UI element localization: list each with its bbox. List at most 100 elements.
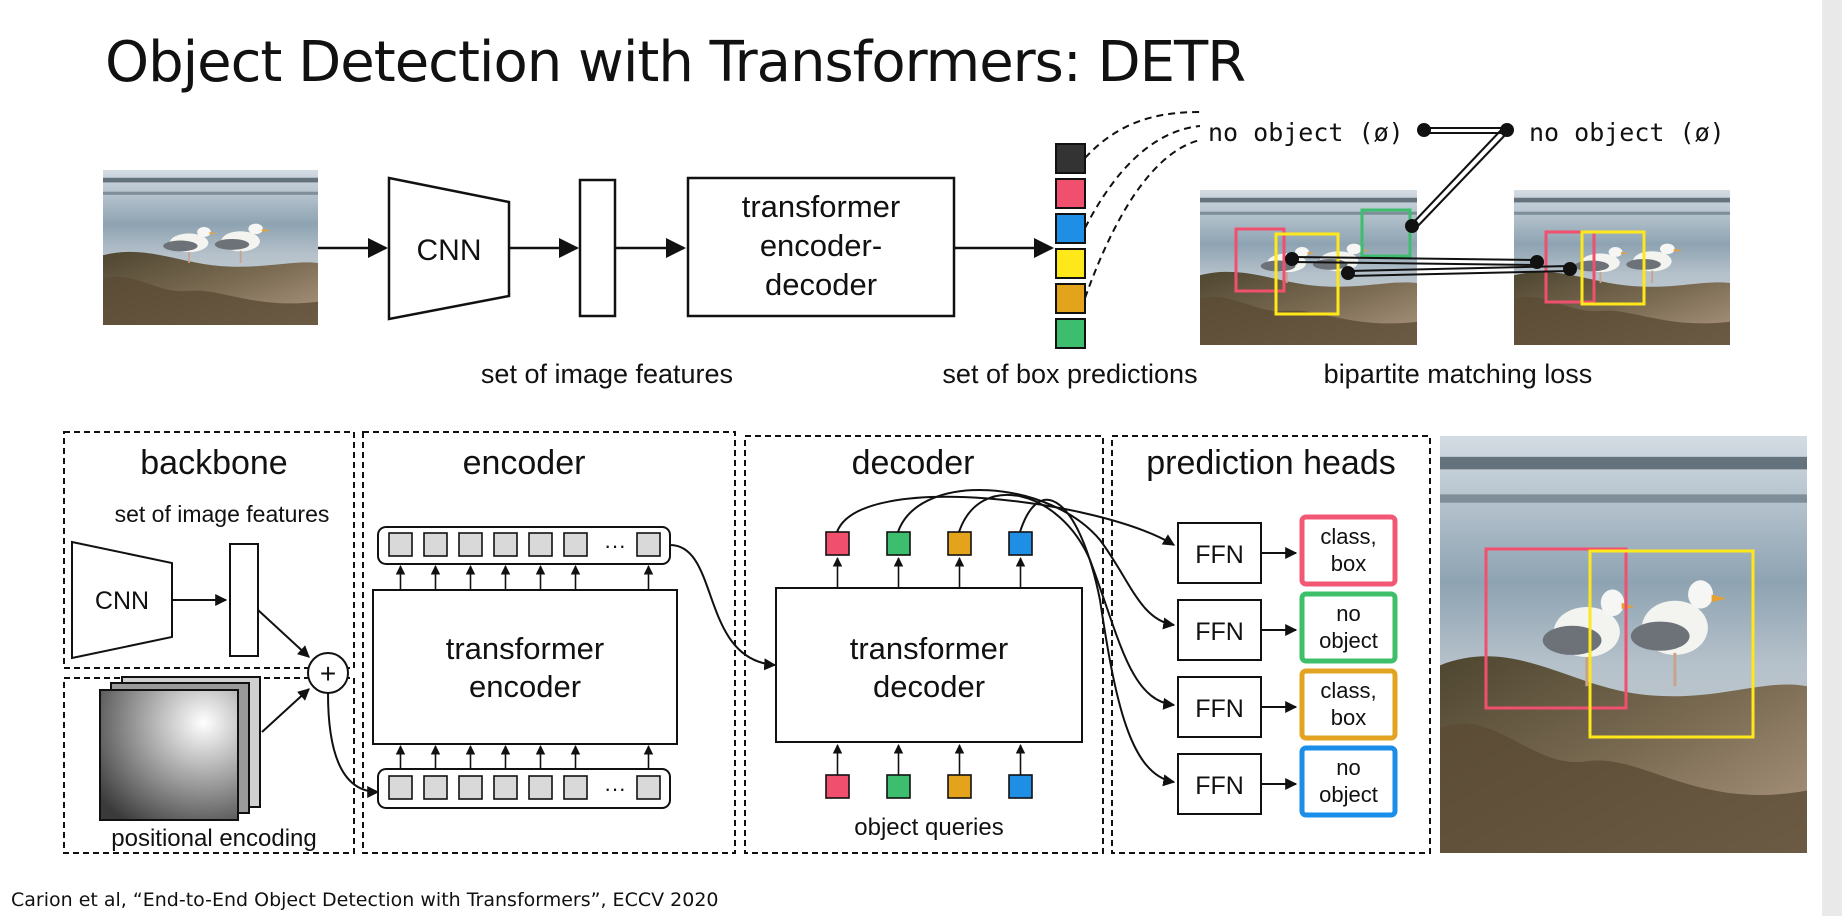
encoder-input-token	[563, 775, 588, 800]
prediction-box-green	[1055, 318, 1086, 349]
caption-bipartite-matching: bipartite matching loss	[1324, 359, 1593, 389]
transformer-label-line3: decoder	[765, 267, 877, 302]
citation: Carion et al, “End-to-End Object Detecti…	[11, 889, 719, 911]
prediction-box-dark	[1055, 143, 1086, 174]
ffn-label: FFN	[1195, 695, 1244, 723]
backbone-features-bar	[229, 543, 259, 657]
cnn-label: CNN	[417, 234, 482, 267]
backbone-cnn	[71, 540, 173, 660]
decoder-title: decoder	[852, 444, 975, 482]
encoder-input-tokens	[377, 768, 671, 809]
pred-box-yellow	[1274, 232, 1340, 316]
encoder-arrows	[395, 565, 654, 769]
bottom-architecture: backbone set of image features CNN posit…	[63, 431, 1807, 854]
encoder-input-token	[423, 775, 448, 800]
transformer-decoder-line2: decoder	[873, 669, 985, 704]
encoder-section	[362, 431, 736, 854]
encoder-input-token	[493, 775, 518, 800]
transformer-label-line2: encoder-	[760, 228, 882, 263]
prediction-box-pink	[1055, 178, 1086, 209]
arrow-encoder-to-decoder	[669, 544, 777, 671]
matching-lines	[1285, 123, 1577, 280]
positional-encoding-label: positional encoding	[111, 825, 317, 852]
object-query-token	[947, 774, 972, 799]
decoder-to-ffn-curves	[836, 489, 1176, 787]
dashed-link-3	[1084, 139, 1201, 299]
ffn-label: FFN	[1195, 618, 1244, 646]
encoder-output-token	[636, 532, 661, 557]
detr-diagram: CNN transformer encoder- decoder no obje…	[63, 111, 1807, 854]
output-label-line1: no	[1336, 755, 1360, 780]
decoder-output-token	[947, 531, 972, 556]
transformer-decoder-box	[775, 587, 1083, 743]
output-label-line1: no	[1336, 601, 1360, 626]
transformer-decoder-line1: transformer	[850, 631, 1008, 666]
output-label-line1: class,	[1320, 678, 1376, 703]
encoder-output-token	[493, 532, 518, 557]
prediction-heads-section	[1111, 435, 1431, 854]
ffn-label: FFN	[1195, 772, 1244, 800]
output-label-line2: box	[1331, 705, 1366, 730]
decoder-output-token	[1008, 531, 1033, 556]
output-class-box	[1299, 591, 1398, 664]
decoder-output-token	[886, 531, 911, 556]
backbone-title: backbone	[140, 444, 287, 482]
no-object-right: no object (ø)	[1529, 118, 1725, 147]
matching-image-predicted	[1200, 190, 1417, 345]
encoder-output-token	[423, 532, 448, 557]
ffn-label: FFN	[1195, 541, 1244, 569]
output-box-yellow	[1588, 549, 1755, 739]
encoder-title: encoder	[463, 444, 586, 482]
encoder-output-token-row	[388, 532, 661, 557]
gt-box-yellow	[1580, 230, 1646, 306]
ffn-box	[1177, 599, 1262, 661]
pe-layer-1	[99, 689, 239, 821]
encoder-input-token	[458, 775, 483, 800]
dashed-link-2	[1084, 125, 1201, 229]
output-class-box	[1299, 745, 1398, 818]
output-label-line1: class,	[1320, 524, 1376, 549]
prediction-head-rows: FFNclass,boxFFNnoobjectFFNclass,boxFFNno…	[1177, 514, 1398, 818]
input-image	[103, 170, 318, 325]
decoder-output-token	[825, 531, 850, 556]
prediction-heads-title: prediction heads	[1146, 444, 1396, 482]
object-query-token	[825, 774, 850, 799]
dashed-link-1	[1084, 111, 1201, 159]
encoder-output-token	[458, 532, 483, 557]
backbone-features-label: set of image features	[115, 501, 330, 527]
output-box-pink	[1484, 547, 1628, 710]
output-class-box	[1299, 514, 1398, 587]
arrow-plus-to-encoder-tokens	[327, 692, 380, 798]
transformer-encoder-box	[372, 589, 678, 745]
prediction-box-blue	[1055, 213, 1086, 244]
encoder-input-token	[528, 775, 553, 800]
arrow-pe-to-plus	[261, 688, 310, 733]
encoder-output-token	[528, 532, 553, 557]
decoder-token-rows	[825, 531, 1033, 799]
transformer-encoder-decoder-box	[686, 176, 956, 318]
object-queries-label: object queries	[854, 814, 1003, 841]
arrow-features-to-plus	[257, 609, 310, 658]
caption-image-features: set of image features	[481, 359, 733, 389]
output-label-line2: box	[1331, 551, 1366, 576]
plus-sign: +	[320, 658, 336, 689]
object-query-token	[886, 774, 911, 799]
encoder-output-tokens	[377, 526, 671, 565]
prediction-box-yellow	[1055, 248, 1086, 279]
decoder-section	[744, 435, 1104, 854]
backbone-cnn-label: CNN	[95, 587, 149, 615]
slide-title: Object Detection with Transformers: DETR	[105, 30, 1246, 95]
encoder-input-token	[388, 775, 413, 800]
encoder-input-token-row	[388, 775, 661, 800]
object-query-token	[1008, 774, 1033, 799]
output-class-box	[1299, 668, 1398, 741]
top-pipeline: CNN transformer encoder- decoder no obje…	[103, 111, 1730, 389]
transformer-encoder-line1: transformer	[446, 631, 604, 666]
encoder-output-ellipsis: ···	[604, 533, 626, 558]
cnn-trapezoid	[387, 176, 511, 321]
box-predictions	[1055, 143, 1086, 349]
encoder-input-token	[636, 775, 661, 800]
right-edge-strip	[1822, 0, 1842, 916]
transformer-label-line1: transformer	[742, 189, 900, 224]
encoder-output-token	[563, 532, 588, 557]
